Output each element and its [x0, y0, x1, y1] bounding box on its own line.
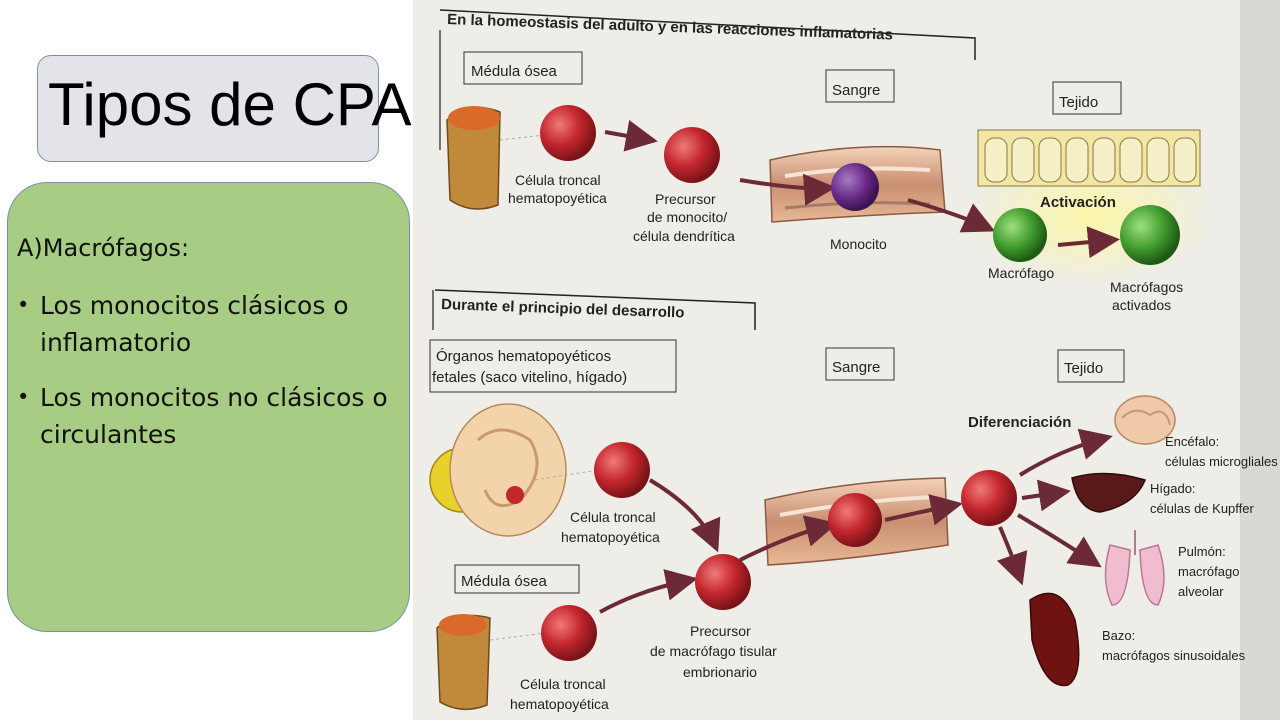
section-heading: A)Macrófagos: — [17, 234, 190, 262]
monocyte-label: Monocito — [830, 236, 887, 252]
higado-label-1: Hígado: — [1150, 481, 1196, 496]
stem-cell-adult-label-2: hematopoyética — [510, 696, 609, 712]
label-medula-osea-2: Médula ósea — [461, 573, 548, 590]
organos-label-1: Órganos hematopoyéticos — [436, 348, 611, 365]
precursor-label-3: célula dendrítica — [633, 228, 735, 244]
bazo-label-2: macrófagos sinusoidales — [1102, 648, 1246, 663]
content-box — [7, 182, 410, 632]
activated-label-1: Macrófagos — [1110, 279, 1183, 295]
activated-macrophage-icon — [1120, 205, 1180, 265]
bullet-item-2: • Los monocitos no clásicos o circulante… — [17, 379, 425, 453]
spleen-icon — [1029, 592, 1080, 687]
embryo-icon — [429, 403, 567, 537]
differentiation-label: Diferenciación — [968, 414, 1071, 431]
emb-precursor-label-1: Precursor — [690, 623, 751, 639]
stem-cell-adult-label-1: Célula troncal — [520, 676, 606, 692]
bullet-dot-icon: • — [17, 293, 30, 317]
bullet-item-1: • Los monocitos clásicos o inflamatorio — [17, 287, 425, 361]
bazo-label-1: Bazo: — [1102, 628, 1135, 643]
differentiating-cell-icon — [961, 470, 1017, 526]
label-tejido: Tejido — [1059, 94, 1098, 111]
bone-icon — [446, 106, 501, 210]
stem-cell-label-1: Célula troncal — [515, 172, 601, 188]
precursor-cell-icon — [664, 127, 720, 183]
liver-icon — [1071, 472, 1147, 513]
pulmon-label-3: alveolar — [1178, 584, 1224, 599]
blood-precursor-icon — [828, 493, 882, 547]
embryonic-precursor-icon — [695, 554, 751, 610]
label-medula-osea: Médula ósea — [471, 63, 558, 80]
bottom-section: Durante el principio del desarrollo Órga… — [429, 289, 1278, 712]
label-tejido-2: Tejido — [1064, 360, 1103, 377]
organos-label-2: fetales (saco vitelino, hígado) — [432, 369, 627, 386]
monocyte-icon — [831, 163, 879, 211]
stem-cell-fetal-icon — [594, 442, 650, 498]
stem-cell-icon — [540, 105, 596, 161]
pulmon-label-1: Pulmón: — [1178, 544, 1226, 559]
lungs-icon — [1104, 530, 1165, 606]
stem-cell-label-2: hematopoyética — [508, 190, 607, 206]
encefalo-label-1: Encéfalo: — [1165, 434, 1219, 449]
stem-cell-adult-icon — [541, 605, 597, 661]
bullet-text-2: Los monocitos no clásicos o circulantes — [40, 383, 388, 449]
title-box — [37, 55, 379, 162]
stem-cell-fetal-label-1: Célula troncal — [570, 509, 656, 525]
higado-label-2: células de Kupffer — [1150, 501, 1254, 516]
stem-cell-fetal-label-2: hematopoyética — [561, 529, 660, 545]
label-sangre-2: Sangre — [832, 359, 880, 376]
textbook-figure: En la homeostasis del adulto y en las re… — [413, 0, 1280, 720]
macrophage-label: Macrófago — [988, 265, 1054, 281]
precursor-label-2: de monocito/ — [647, 209, 727, 225]
precursor-label-1: Precursor — [655, 191, 716, 207]
activation-label: Activación — [1040, 194, 1116, 211]
pulmon-label-2: macrófago — [1178, 564, 1239, 579]
bullet-dot-icon: • — [17, 385, 30, 409]
encefalo-label-2: células microgliales — [1165, 454, 1278, 469]
bullet-text-1: Los monocitos clásicos o inflamatorio — [40, 291, 349, 357]
macrophage-icon — [993, 208, 1047, 262]
emb-precursor-label-3: embrionario — [683, 664, 757, 680]
slide-title: Tipos de CPA — [48, 71, 412, 138]
emb-precursor-label-2: de macrófago tisular — [650, 643, 777, 659]
bone-icon-2 — [436, 614, 491, 711]
label-sangre: Sangre — [832, 82, 880, 99]
activated-label-2: activados — [1112, 297, 1171, 313]
brain-icon — [1114, 395, 1176, 445]
